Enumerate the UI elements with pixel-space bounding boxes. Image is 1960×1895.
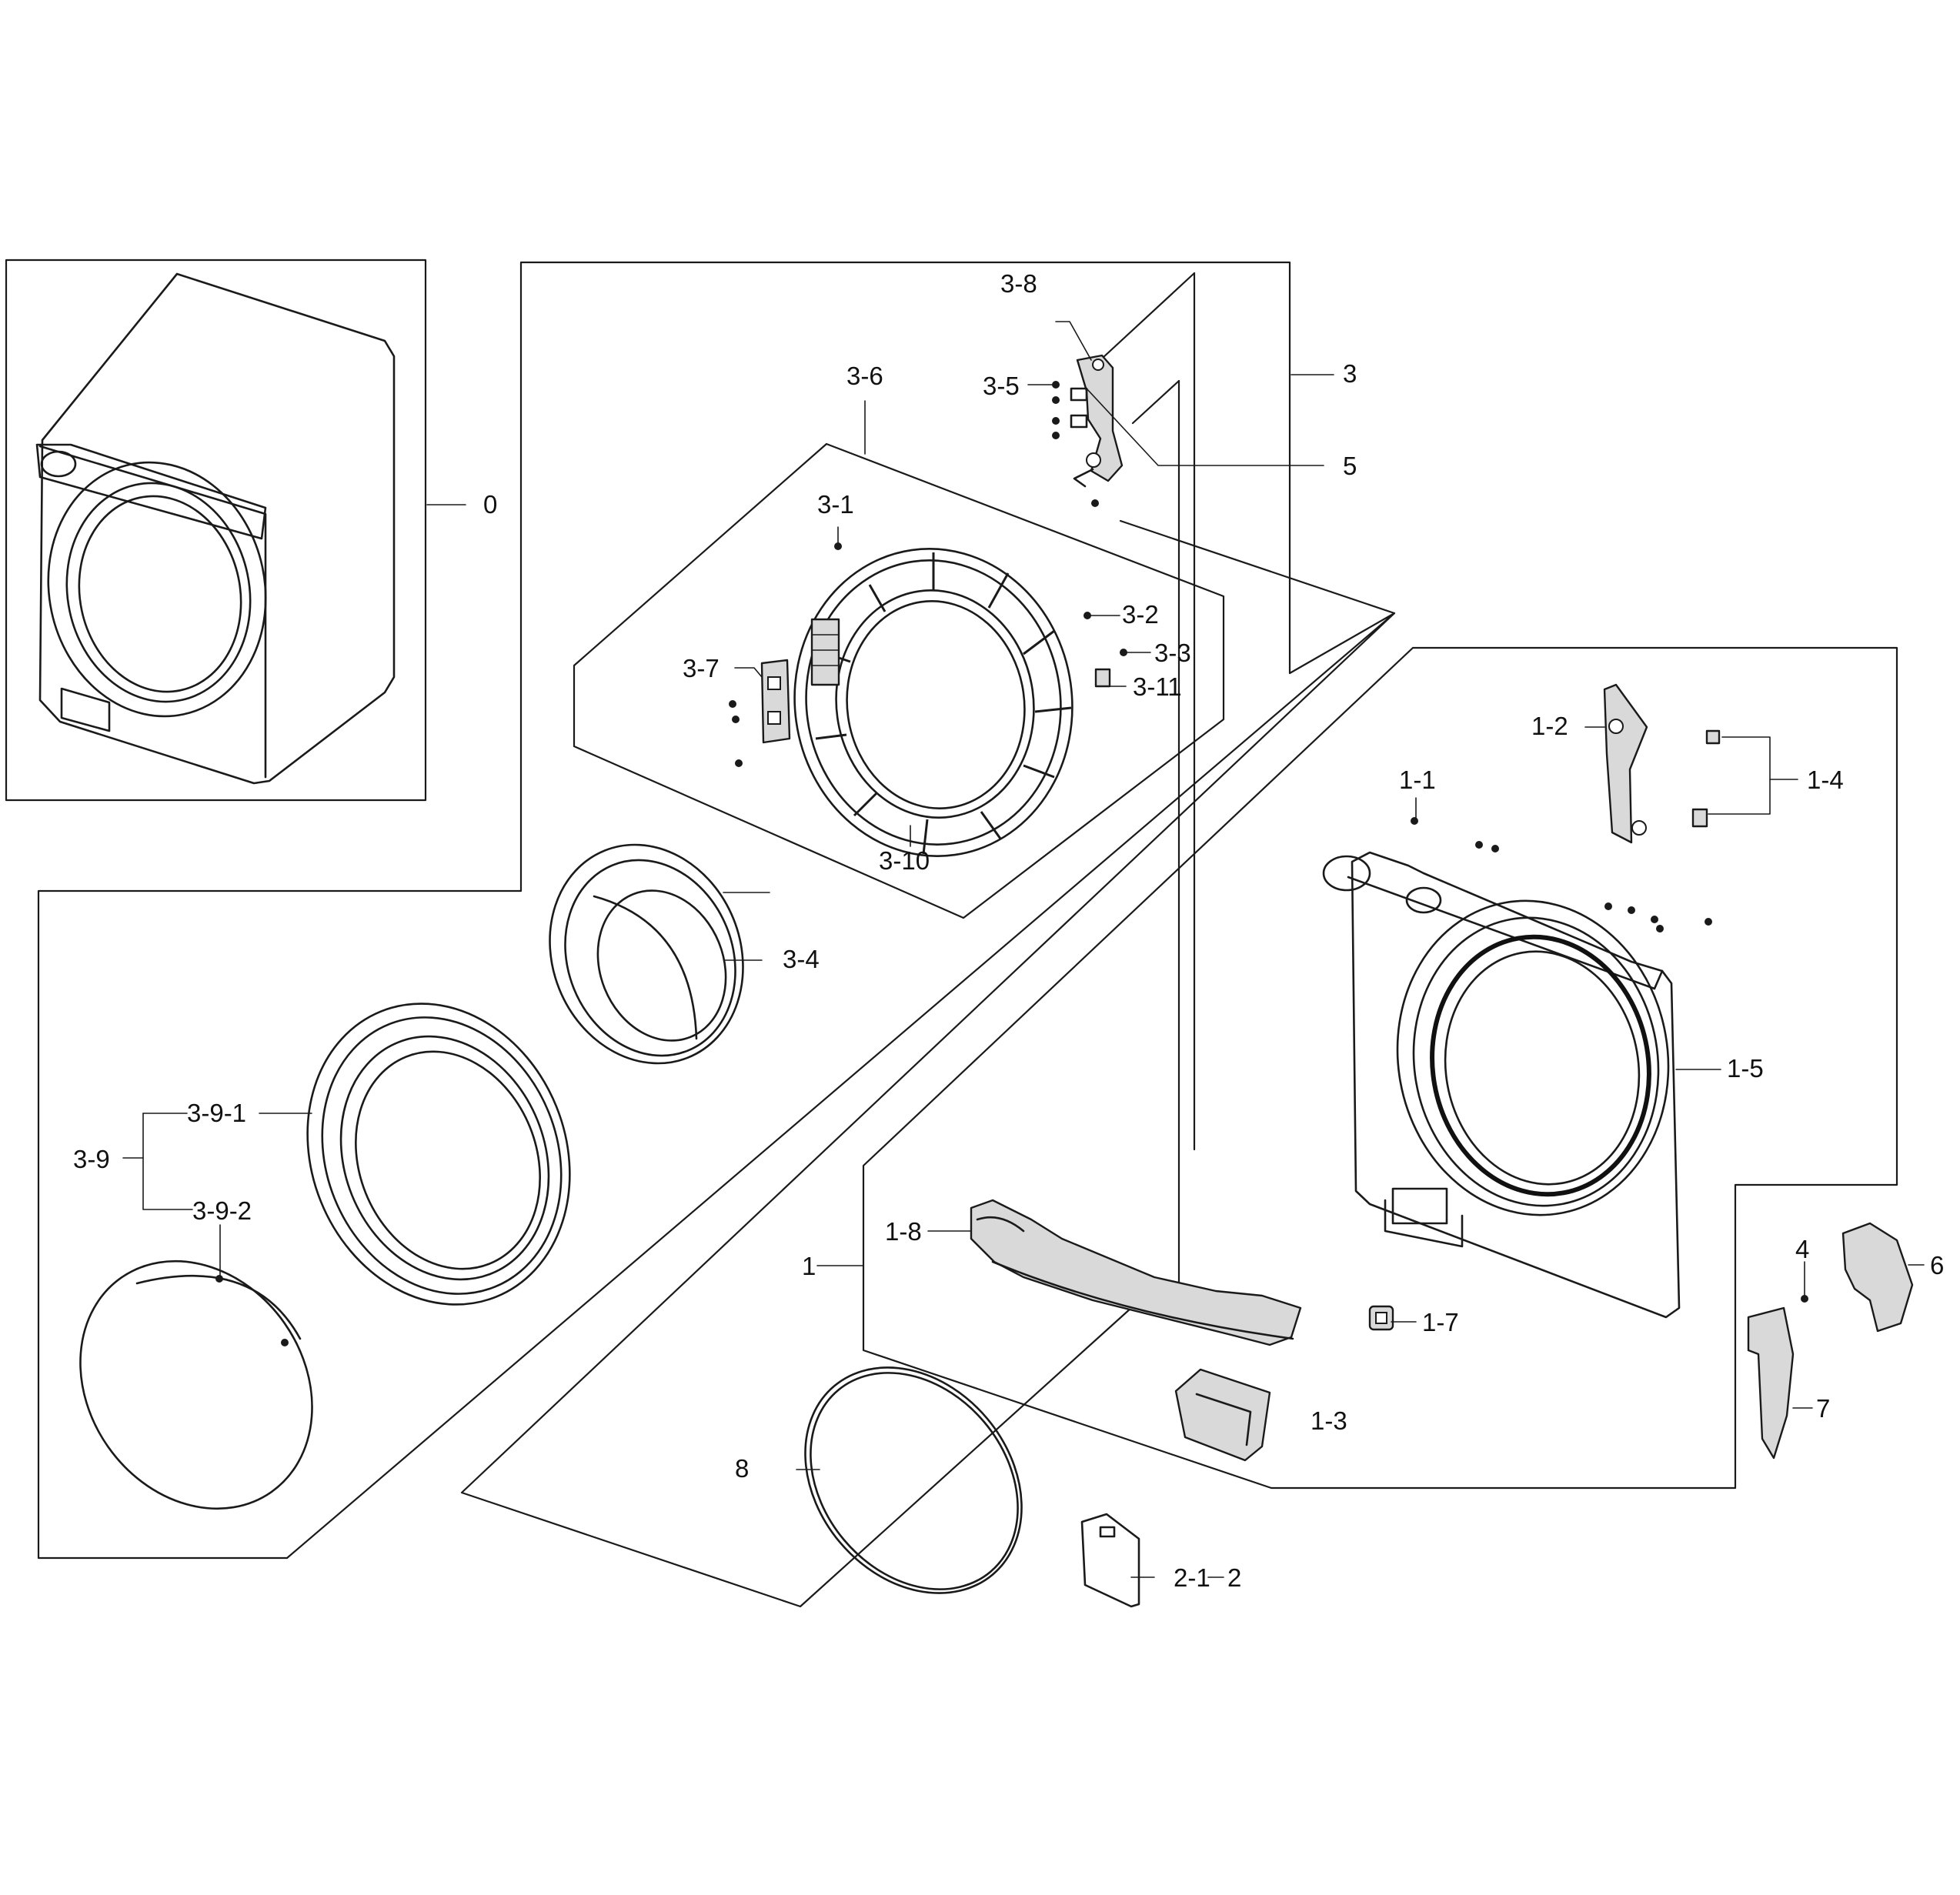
group-boundaries xyxy=(5,259,1898,1608)
callout-4: 4 xyxy=(1795,1235,1809,1263)
leader-lines xyxy=(122,321,1925,1578)
group-3-outline xyxy=(37,261,1396,1560)
callout-3-1: 3-1 xyxy=(817,490,854,519)
callout-1-2: 1-2 xyxy=(1531,712,1568,740)
part-1-5-front-panel xyxy=(1322,817,1712,1319)
callout-3: 3 xyxy=(1343,359,1357,388)
group-lower-band xyxy=(460,519,1396,1608)
callout-7: 7 xyxy=(1816,1394,1830,1423)
group-0-box xyxy=(5,259,427,802)
part-3-9-1-door-ring xyxy=(306,1003,571,1306)
part-1-7-clip xyxy=(1368,1305,1394,1331)
part-1-4-clips xyxy=(1691,729,1721,828)
callout-labels: 0 3 3-8 3-5 5 3-6 3-1 3-2 3-3 3-11 3-7 3… xyxy=(73,269,1944,1592)
guide-line xyxy=(1131,379,1180,425)
callout-2-1: 2-1 xyxy=(1174,1563,1210,1592)
part-2-cover xyxy=(1080,1513,1140,1608)
callout-1-7: 1-7 xyxy=(1422,1308,1459,1336)
group-1-outline xyxy=(862,646,1898,1490)
part-1-8-bracket xyxy=(970,1199,1302,1346)
callout-5: 5 xyxy=(1343,452,1357,480)
part-3-8-hinge xyxy=(1052,354,1124,507)
part-0-dryer xyxy=(35,272,396,785)
callout-3-4: 3-4 xyxy=(783,945,820,973)
callout-1: 1 xyxy=(802,1252,816,1280)
callout-3-10: 3-10 xyxy=(879,846,930,875)
callout-2: 2 xyxy=(1227,1563,1241,1592)
part-3-6-door-frame xyxy=(793,548,1073,857)
part-7-bracket xyxy=(1747,1306,1795,1460)
part-3-7-plate xyxy=(729,542,842,767)
callout-3-9: 3-9 xyxy=(73,1145,110,1173)
guide-line xyxy=(1101,272,1196,359)
callout-1-5: 1-5 xyxy=(1727,1054,1764,1083)
part-1-3-housing xyxy=(1174,1368,1271,1462)
callout-1-8: 1-8 xyxy=(885,1217,922,1246)
callout-6: 6 xyxy=(1930,1251,1944,1279)
callout-3-9-2: 3-9-2 xyxy=(192,1196,252,1225)
callout-3-9-1: 3-9-1 xyxy=(187,1099,246,1127)
callout-3-11: 3-11 xyxy=(1133,672,1182,701)
callout-3-8: 3-8 xyxy=(1000,269,1037,298)
part-8-gasket xyxy=(804,1366,1023,1594)
callout-3-5: 3-5 xyxy=(983,372,1020,400)
part-1-2-bracket xyxy=(1603,683,1648,844)
callout-8: 8 xyxy=(735,1454,749,1483)
callout-1-4: 1-4 xyxy=(1807,766,1844,794)
callout-1-1: 1-1 xyxy=(1399,766,1436,794)
part-6-bracket xyxy=(1841,1222,1914,1333)
callout-0: 0 xyxy=(483,490,497,519)
callout-3-6: 3-6 xyxy=(846,362,883,390)
callout-3-2: 3-2 xyxy=(1122,600,1159,629)
part-3-9-2-door-disc xyxy=(79,1259,313,1510)
group-3-6-outline xyxy=(573,442,1225,919)
part-3-2-3-3-3-11 xyxy=(1084,612,1127,688)
part-3-4-door-glass xyxy=(549,843,744,1065)
callout-3-3: 3-3 xyxy=(1154,639,1191,667)
callout-1-3: 1-3 xyxy=(1311,1406,1347,1435)
callout-3-7: 3-7 xyxy=(683,654,720,682)
